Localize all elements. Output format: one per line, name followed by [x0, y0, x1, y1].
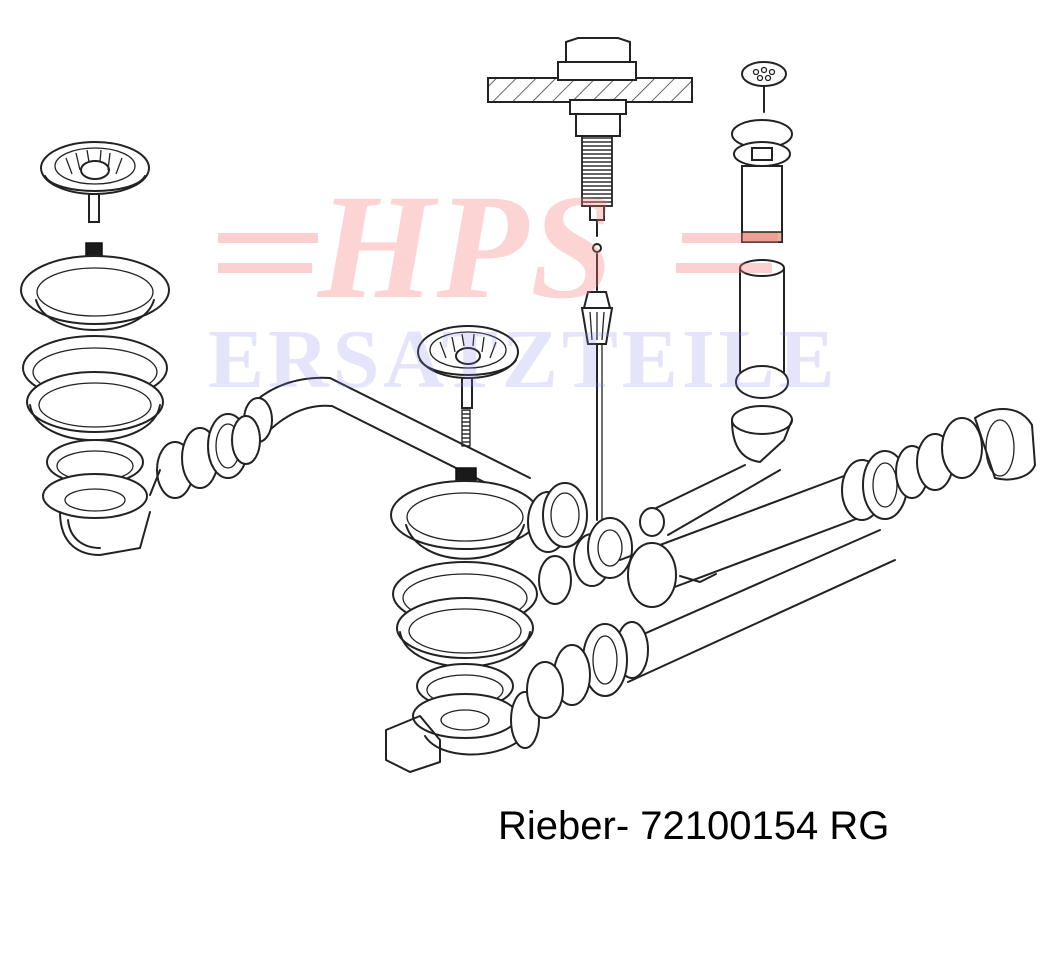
part-number-caption: Rieber- 72100154 RG: [498, 804, 890, 848]
center-flange-and-body: [385, 480, 540, 773]
watermark-brand: HPS: [318, 164, 616, 330]
watermark-ersatzteile: ERSATZTEILE: [208, 318, 839, 402]
left-overflow-connection: [149, 413, 261, 499]
right-elbow-coupling: [841, 407, 1037, 521]
center-overflow-coupling: [527, 482, 633, 605]
left-flange-and-body: [20, 255, 170, 556]
watermark-hps: HPS: [318, 172, 616, 322]
center-basket-strainer: [417, 325, 519, 447]
valve-knob-and-thread: [557, 37, 637, 521]
overflow-standpipe: [639, 61, 793, 537]
left-basket-strainer: [40, 141, 150, 223]
right-drain-pipe: [526, 469, 896, 719]
countertop-section: [487, 77, 693, 103]
watermark-subtitle: ERSATZTEILE: [208, 313, 839, 406]
